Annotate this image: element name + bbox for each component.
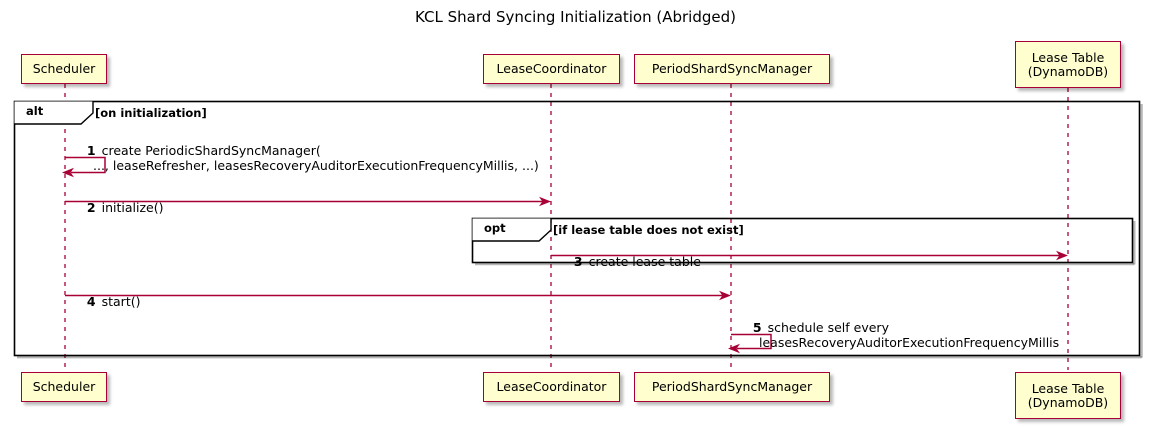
message-text-5-line1: schedule self every xyxy=(767,320,889,335)
lifelines xyxy=(64,84,1069,370)
message-number-3: 3 xyxy=(573,254,583,269)
message-label-3: 3 create lease table xyxy=(558,239,701,284)
participant-foot-period-shard-sync-manager-label: PeriodShardSyncManager xyxy=(651,379,813,394)
message-arrow-1 xyxy=(62,156,106,178)
message-arrow-3 xyxy=(551,250,1068,261)
message-text-2-line1: initialize() xyxy=(101,200,164,215)
message-label-4: 4 start() xyxy=(71,279,141,324)
alt-frame-condition: [on initialization] xyxy=(95,106,207,120)
participant-head-scheduler-label: Scheduler xyxy=(32,61,96,76)
opt-frame-keyword: opt xyxy=(473,219,539,240)
message-arrow-2 xyxy=(65,196,551,207)
alt-frame-keyword: alt xyxy=(15,102,81,123)
message-label-2: 2 initialize() xyxy=(71,185,164,230)
participant-foot-lease-table-label: Lease Table (DynamoDB) xyxy=(1027,380,1109,410)
participant-head-lease-table-label: Lease Table (DynamoDB) xyxy=(1027,49,1109,79)
participant-foot-lease-coordinator[interactable]: LeaseCoordinator xyxy=(483,372,620,402)
participant-foot-scheduler[interactable]: Scheduler xyxy=(21,372,107,402)
participant-head-period-shard-sync-manager-label: PeriodShardSyncManager xyxy=(651,61,813,76)
diagram-title: KCL Shard Syncing Initialization (Abridg… xyxy=(415,8,736,26)
participant-foot-scheduler-label: Scheduler xyxy=(32,379,96,394)
message-arrows xyxy=(62,156,1068,354)
participant-head-lease-coordinator-label: LeaseCoordinator xyxy=(496,61,607,76)
opt-frame-condition: [if lease table does not exist] xyxy=(553,223,744,237)
participant-head-lease-table[interactable]: Lease Table (DynamoDB) xyxy=(1015,41,1121,88)
message-text-1-line1: create PeriodicShardSyncManager( xyxy=(101,143,321,158)
participant-head-lease-coordinator[interactable]: LeaseCoordinator xyxy=(483,54,620,84)
message-number-4: 4 xyxy=(86,294,96,309)
message-arrow-5 xyxy=(728,333,772,354)
message-number-2: 2 xyxy=(86,200,96,215)
message-text-1-line2: ..., leaseRefresher, leasesRecoveryAudit… xyxy=(93,158,539,173)
participant-foot-period-shard-sync-manager[interactable]: PeriodShardSyncManager xyxy=(634,372,830,402)
message-number-5: 5 xyxy=(752,320,762,335)
participant-head-period-shard-sync-manager[interactable]: PeriodShardSyncManager xyxy=(634,54,830,84)
message-arrow-4 xyxy=(65,290,731,301)
participant-head-scheduler[interactable]: Scheduler xyxy=(21,54,107,84)
message-text-4-line1: start() xyxy=(101,294,141,309)
participant-foot-lease-table[interactable]: Lease Table (DynamoDB) xyxy=(1015,372,1121,419)
message-text-3-line1: create lease table xyxy=(588,254,701,269)
message-text-5-line2: leasesRecoveryAuditorExecutionFrequencyM… xyxy=(759,335,1060,350)
message-number-1: 1 xyxy=(86,143,96,158)
participant-foot-lease-coordinator-label: LeaseCoordinator xyxy=(496,379,607,394)
message-label-1: 1 create PeriodicShardSyncManager(..., le… xyxy=(71,128,539,188)
